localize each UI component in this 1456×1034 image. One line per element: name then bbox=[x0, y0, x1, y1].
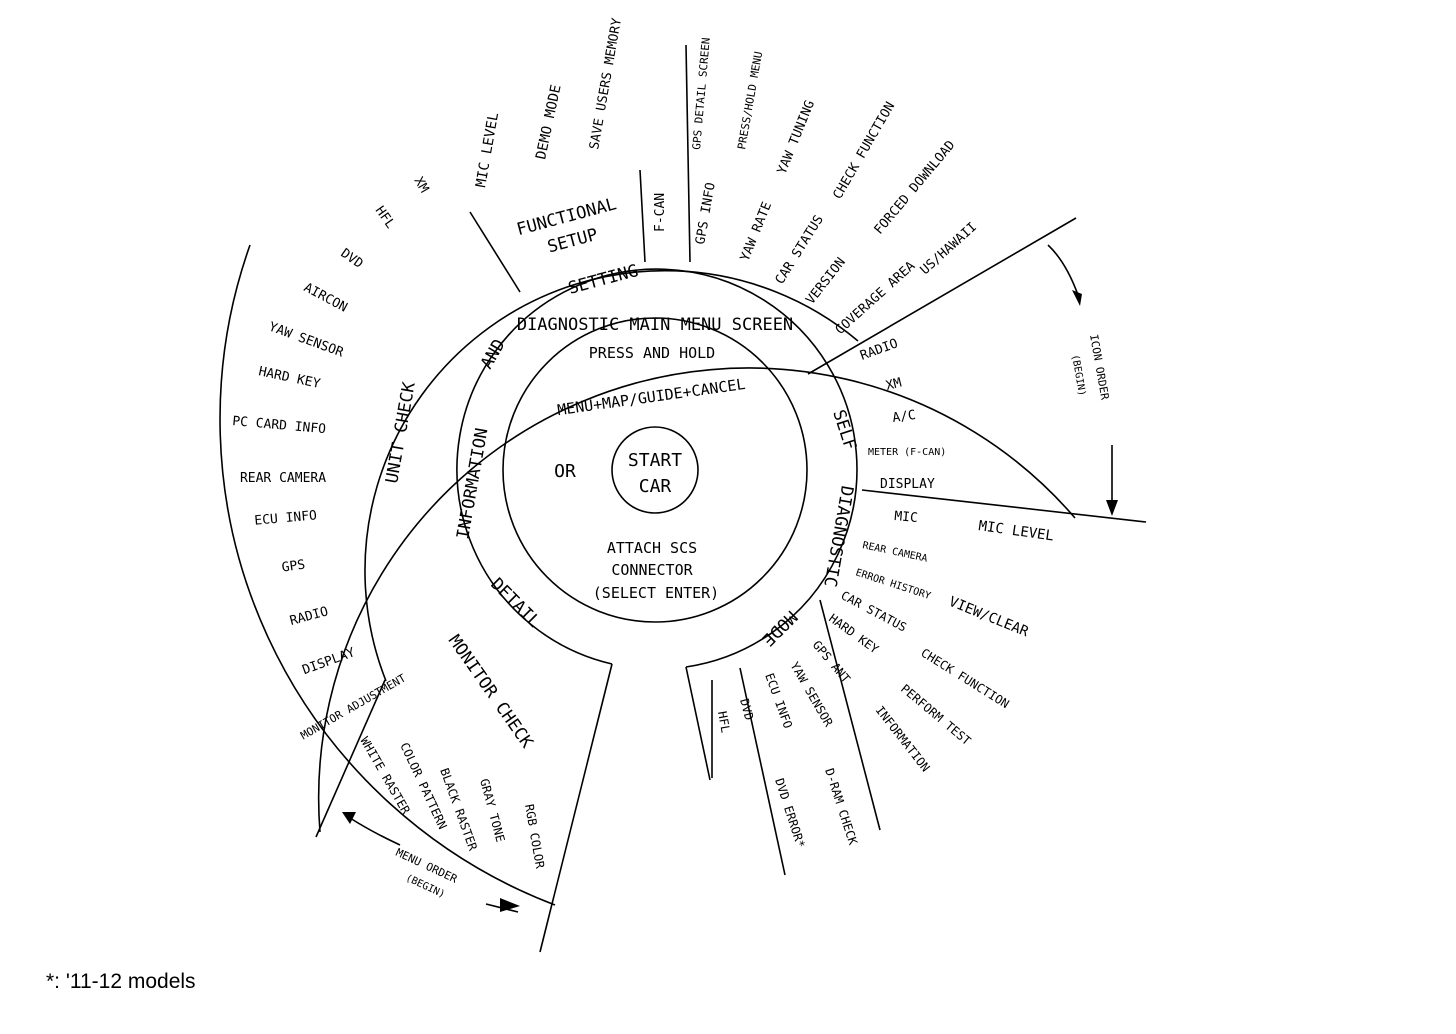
uc-item: ECU INFO bbox=[254, 508, 318, 528]
sd-item: XM bbox=[884, 375, 903, 393]
fs-item: DEMO MODE bbox=[533, 83, 564, 161]
start-car-line2: CAR bbox=[639, 476, 672, 497]
fs-item: SAVE USERS MEMORY bbox=[587, 17, 625, 151]
attach-line3: (SELECT ENTER) bbox=[593, 584, 719, 602]
fs-item: HFL bbox=[372, 204, 398, 232]
fcan-item: CAR STATUS bbox=[773, 213, 827, 287]
sd-item: HFL bbox=[715, 710, 733, 734]
fcan-outer-item: GPS DETAIL SCREEN bbox=[690, 37, 713, 150]
uc-item: YAW SENSOR bbox=[267, 320, 346, 361]
sd-outer-mic-level: MIC LEVEL bbox=[977, 518, 1054, 544]
unit-check-outer-ring bbox=[219, 244, 556, 906]
sd-item: YAW SENSOR bbox=[787, 660, 836, 730]
mc-item: BLACK RASTER bbox=[437, 766, 480, 853]
fcan-outer-item: FORCED DOWNLOAD bbox=[872, 138, 959, 238]
icon-order-label: ICON ORDER bbox=[1087, 333, 1111, 401]
fcan-item: F-CAN bbox=[653, 193, 668, 232]
menu-order-arrow bbox=[342, 812, 520, 913]
sd-outer-check-function-1: CHECK FUNCTION bbox=[918, 646, 1011, 711]
self-label: SELF bbox=[828, 407, 860, 452]
uc-item: DISPLAY bbox=[300, 645, 357, 678]
mc-item: GRAY TONE bbox=[477, 777, 507, 843]
uc-item: DVD bbox=[338, 246, 366, 272]
mode-label: MODE bbox=[758, 606, 801, 649]
sd-item: ECU INFO bbox=[762, 671, 795, 730]
uc-item: AIRCON bbox=[301, 280, 350, 315]
press-hold-line1: PRESS AND HOLD bbox=[589, 344, 715, 362]
monitor-check-label: MONITOR CHECK bbox=[444, 631, 537, 752]
start-car-line1: START bbox=[628, 450, 682, 471]
sd-outer-view-clear: VIEW/CLEAR bbox=[947, 594, 1032, 641]
fcan-outer-item: CHECK FUNCTION bbox=[830, 100, 898, 202]
or-label: OR bbox=[554, 461, 576, 482]
press-hold-line2: MENU+MAP/GUIDE+CANCEL bbox=[556, 375, 746, 419]
fcan-item: VERSION bbox=[803, 255, 849, 307]
uc-item: MONITOR ADJUSTMENT bbox=[298, 671, 408, 742]
info-ring bbox=[456, 268, 858, 668]
mc-item: RGB COLOR bbox=[522, 803, 547, 870]
icon-order-arrow bbox=[1047, 244, 1118, 516]
footnote: *: '11-12 models bbox=[46, 970, 196, 993]
fcan-item: COVERAGE AREA bbox=[833, 259, 919, 338]
sd-outer-dram-check: D-RAM CHECK bbox=[822, 767, 860, 848]
fcan-item: GPS INFO bbox=[693, 181, 719, 245]
fcan-outer-item: YAW TUNING bbox=[775, 98, 818, 176]
sd-item: MIC bbox=[894, 509, 919, 526]
sd-outer-information: INFORMATION bbox=[873, 703, 933, 774]
uc-item: GPS bbox=[281, 557, 306, 575]
sd-item: ERROR HISTORY bbox=[854, 567, 932, 602]
attach-line2: CONNECTOR bbox=[611, 561, 693, 579]
uc-item: RADIO bbox=[288, 604, 330, 629]
uc-item: HARD KEY bbox=[257, 364, 322, 392]
detail-label: DETAIL bbox=[486, 574, 544, 632]
attach-line1: ATTACH SCS bbox=[607, 539, 697, 557]
and-label: AND bbox=[477, 336, 510, 373]
setting-label: SETTING bbox=[566, 261, 640, 299]
fcan-item: YAW RATE bbox=[738, 200, 775, 264]
sd-item: REAR CAMERA bbox=[861, 540, 928, 565]
radial-lines bbox=[315, 44, 1147, 953]
start-circle bbox=[611, 426, 699, 514]
fcan-outer-item: PRESS/HOLD MENU bbox=[735, 50, 765, 150]
setup-ring bbox=[364, 269, 859, 682]
menu-order-label: MENU ORDER bbox=[394, 846, 460, 886]
sd-item: DVD bbox=[737, 697, 756, 722]
diagnostic-label: DIAGNOSTIC bbox=[819, 484, 856, 588]
fs-item: XM bbox=[411, 175, 432, 196]
uc-item: PC CARD INFO bbox=[232, 414, 327, 437]
sd-item: A/C bbox=[891, 408, 916, 426]
sd-item: DISPLAY bbox=[880, 477, 935, 492]
fs-item: MIC LEVEL bbox=[473, 111, 502, 188]
outer-ring bbox=[317, 367, 1076, 833]
unit-check-label: UNIT CHECK bbox=[382, 380, 420, 485]
icon-order-begin: (BEGIN) bbox=[1069, 354, 1087, 397]
inner-circle bbox=[502, 317, 808, 623]
sd-item: METER (F-CAN) bbox=[868, 447, 946, 458]
fcan-outer-item: US/HAWAII bbox=[918, 220, 980, 278]
diag-main-menu-label: DIAGNOSTIC MAIN MENU SCREEN bbox=[517, 315, 793, 335]
uc-item: REAR CAMERA bbox=[240, 471, 326, 486]
